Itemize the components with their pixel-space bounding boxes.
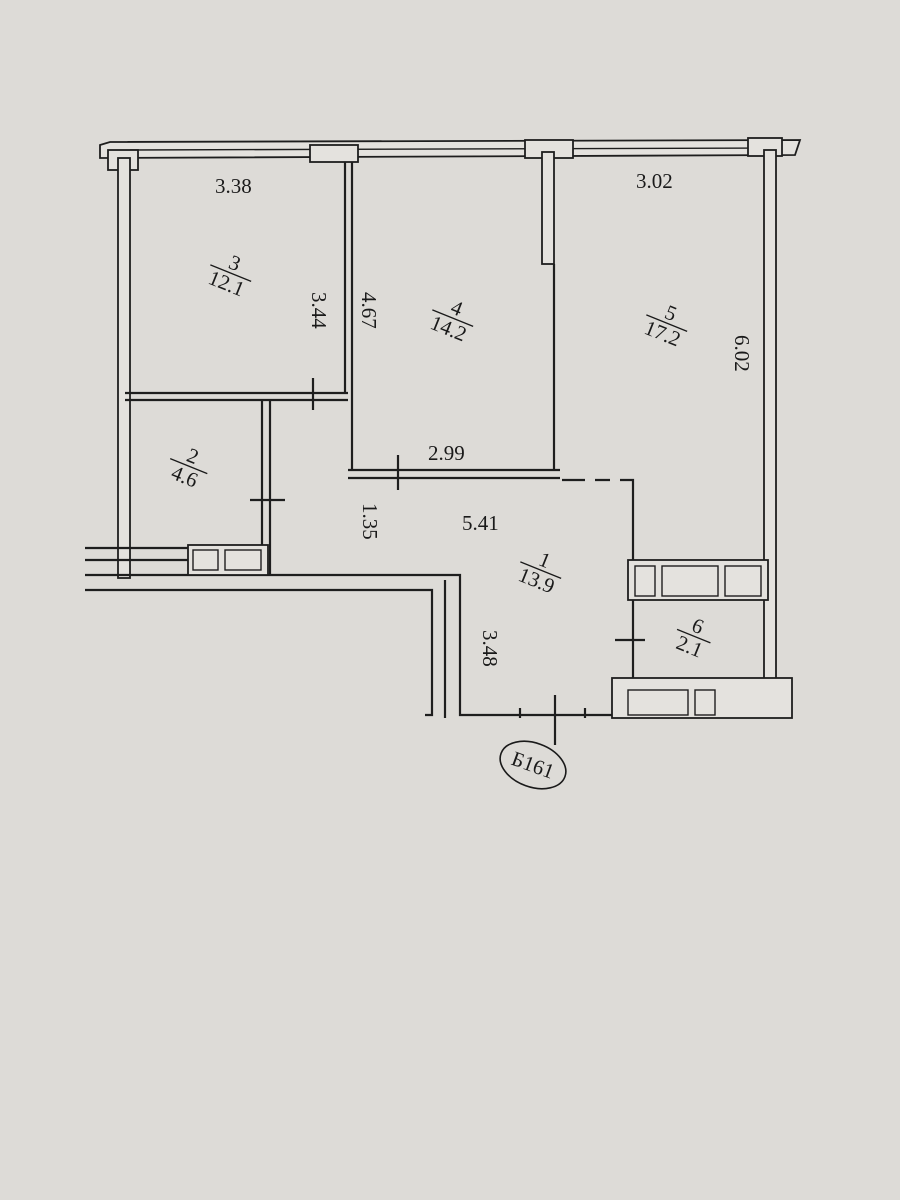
room-area: 12.1 (205, 265, 248, 301)
fraction-line (210, 264, 252, 282)
room-area: 4.6 (168, 460, 201, 492)
fraction-line (169, 458, 208, 475)
dim-room5-depth: 6.02 (730, 335, 754, 372)
room-label-6: 6 2.1 (673, 613, 711, 662)
ventilation-shaft (611, 677, 793, 719)
stamp-text: Б161 (508, 746, 557, 783)
fraction-line (520, 561, 562, 579)
shaft-cell (192, 549, 219, 571)
dim-hall-width: 1.35 (358, 503, 382, 540)
room-area: 14.2 (427, 310, 470, 346)
walls (85, 137, 802, 745)
shaft-cell (634, 565, 656, 597)
fraction-line (432, 309, 474, 327)
partition (348, 264, 560, 480)
dim-room5-width: 3.02 (636, 169, 673, 193)
exterior-wall-left (117, 157, 131, 579)
fraction-line (646, 314, 688, 332)
dim-room3-depth: 3.44 (307, 292, 331, 329)
shaft-cell (627, 689, 689, 716)
room-area: 17.2 (641, 315, 684, 351)
shaft-cell (661, 565, 719, 597)
exterior-wall-bottom (85, 546, 790, 718)
axis-stamp: Б161 (499, 740, 567, 790)
partition (615, 600, 645, 680)
dim-room4-width: 2.99 (428, 441, 465, 465)
shaft-cell (224, 549, 262, 571)
shaft-cell (694, 689, 716, 716)
dim-room1-depth: 3.48 (478, 630, 502, 667)
fraction-line (676, 628, 711, 644)
room-label-2: 2 4.6 (168, 443, 208, 492)
partition (260, 400, 272, 575)
room-label-5: 5 17.2 (641, 300, 688, 351)
room-label-4: 4 14.2 (427, 295, 474, 346)
partition (125, 391, 348, 402)
stamp-ellipse (499, 740, 567, 790)
column (309, 144, 359, 163)
shaft-cell (724, 565, 762, 597)
room-area: 13.9 (515, 562, 558, 598)
opening-dashed (562, 478, 635, 560)
column (541, 151, 555, 265)
window-line (129, 147, 771, 151)
room-label-1: 1 13.9 (515, 547, 562, 598)
room-label-3: 3 12.1 (205, 250, 252, 301)
dim-room3-width: 3.38 (215, 174, 252, 198)
dim-room1-length: 5.41 (462, 511, 499, 535)
partition (343, 162, 354, 470)
room-area: 2.1 (673, 630, 706, 662)
dim-room4-depth: 4.67 (357, 292, 381, 329)
